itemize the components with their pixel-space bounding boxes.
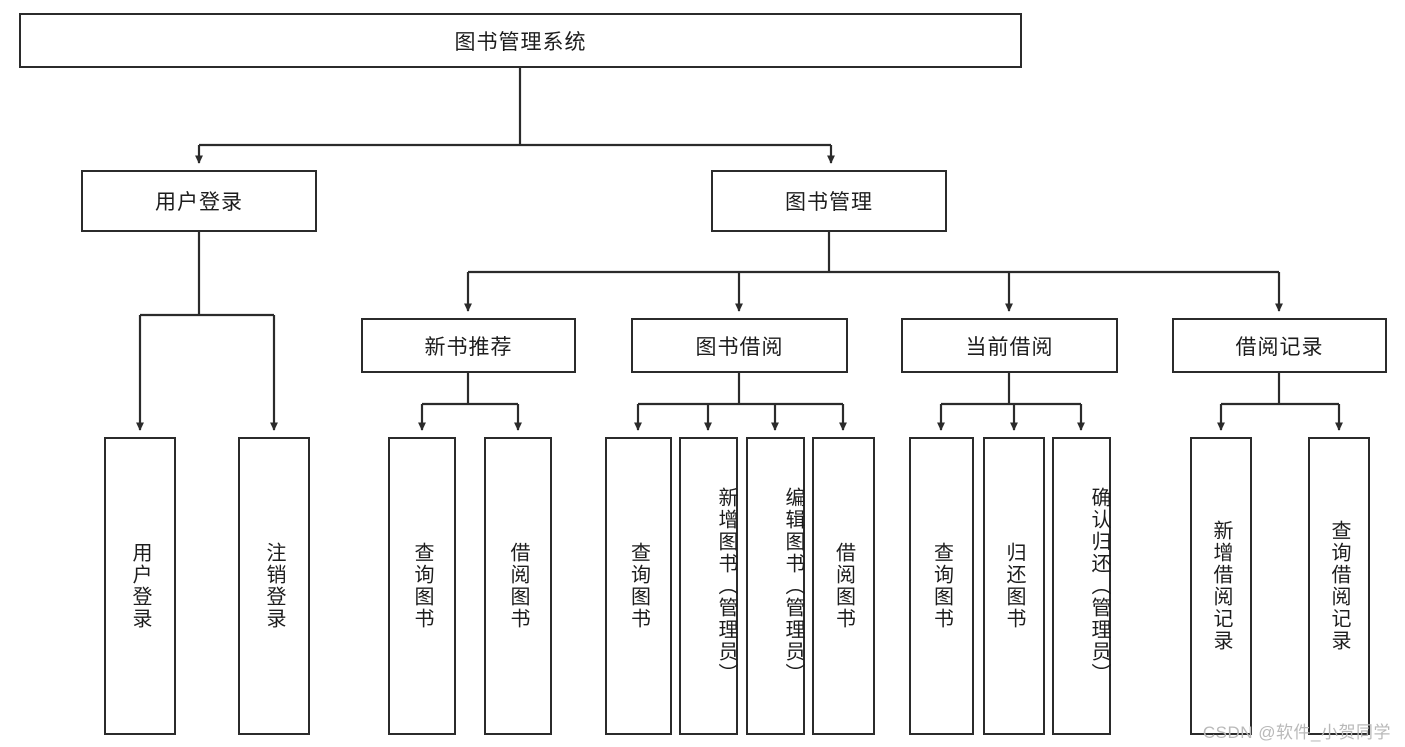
node-borrow-record[interactable]: 借阅记录 — [1172, 318, 1387, 373]
connector-root-to-level1 — [195, 68, 835, 164]
connector-new-book-rec-to-leaves — [418, 373, 522, 431]
node-leaf-user-login[interactable]: 用户登录 — [104, 437, 176, 735]
connector-book-borrow-to-leaves — [634, 373, 847, 431]
connector-book-manage-to-level2 — [464, 232, 1283, 312]
node-current-borrow[interactable]: 当前借阅 — [901, 318, 1118, 373]
node-leaf-query-book-1[interactable]: 查询图书 — [388, 437, 456, 735]
node-book-borrow[interactable]: 图书借阅 — [631, 318, 848, 373]
node-current-borrow-label: 当前借阅 — [965, 335, 1054, 359]
node-leaf-add-book-label: 新增图书（管理员） — [715, 487, 737, 685]
node-leaf-query-book-2-label: 查询图书 — [627, 542, 650, 630]
node-borrow-record-label: 借阅记录 — [1235, 335, 1324, 359]
node-new-book-rec-label: 新书推荐 — [424, 335, 513, 359]
node-leaf-borrow-book-2-label: 借阅图书 — [832, 542, 855, 630]
node-leaf-query-book-3[interactable]: 查询图书 — [909, 437, 974, 735]
node-leaf-borrow-book-2[interactable]: 借阅图书 — [812, 437, 875, 735]
node-root-label: 图书管理系统 — [454, 30, 587, 54]
node-leaf-query-book-3-label: 查询图书 — [930, 542, 953, 630]
node-leaf-query-book-2[interactable]: 查询图书 — [605, 437, 672, 735]
node-user-login[interactable]: 用户登录 — [81, 170, 317, 232]
node-leaf-add-record[interactable]: 新增借阅记录 — [1190, 437, 1252, 735]
node-book-borrow-label: 图书借阅 — [695, 335, 784, 359]
connector-current-borrow-to-leaves — [937, 373, 1085, 431]
node-new-book-rec[interactable]: 新书推荐 — [361, 318, 576, 373]
node-leaf-confirm-return-label: 确认归还（管理员） — [1088, 487, 1110, 685]
node-root[interactable]: 图书管理系统 — [19, 13, 1022, 68]
connector-borrow-record-to-leaves — [1217, 373, 1343, 431]
node-leaf-query-record[interactable]: 查询借阅记录 — [1308, 437, 1370, 735]
node-leaf-add-record-label: 新增借阅记录 — [1210, 520, 1232, 652]
node-book-manage-label: 图书管理 — [785, 191, 873, 214]
node-leaf-return-book[interactable]: 归还图书 — [983, 437, 1045, 735]
connector-user-login-to-leaves — [136, 232, 278, 431]
node-book-manage[interactable]: 图书管理 — [711, 170, 947, 232]
node-user-login-label: 用户登录 — [155, 191, 243, 214]
node-leaf-query-book-1-label: 查询图书 — [411, 542, 433, 630]
node-leaf-user-logout[interactable]: 注销登录 — [238, 437, 310, 735]
node-leaf-add-book[interactable]: 新增图书（管理员） — [679, 437, 738, 735]
node-leaf-edit-book[interactable]: 编辑图书（管理员） — [746, 437, 805, 735]
node-leaf-return-book-label: 归还图书 — [1003, 542, 1025, 630]
node-leaf-borrow-book-1-label: 借阅图书 — [507, 542, 529, 630]
node-leaf-user-logout-label: 注销登录 — [263, 542, 285, 630]
node-leaf-confirm-return[interactable]: 确认归还（管理员） — [1052, 437, 1111, 735]
node-leaf-edit-book-label: 编辑图书（管理员） — [782, 487, 804, 685]
node-leaf-borrow-book-1[interactable]: 借阅图书 — [484, 437, 552, 735]
node-leaf-user-login-label: 用户登录 — [129, 542, 151, 630]
node-leaf-query-record-label: 查询借阅记录 — [1328, 520, 1350, 652]
